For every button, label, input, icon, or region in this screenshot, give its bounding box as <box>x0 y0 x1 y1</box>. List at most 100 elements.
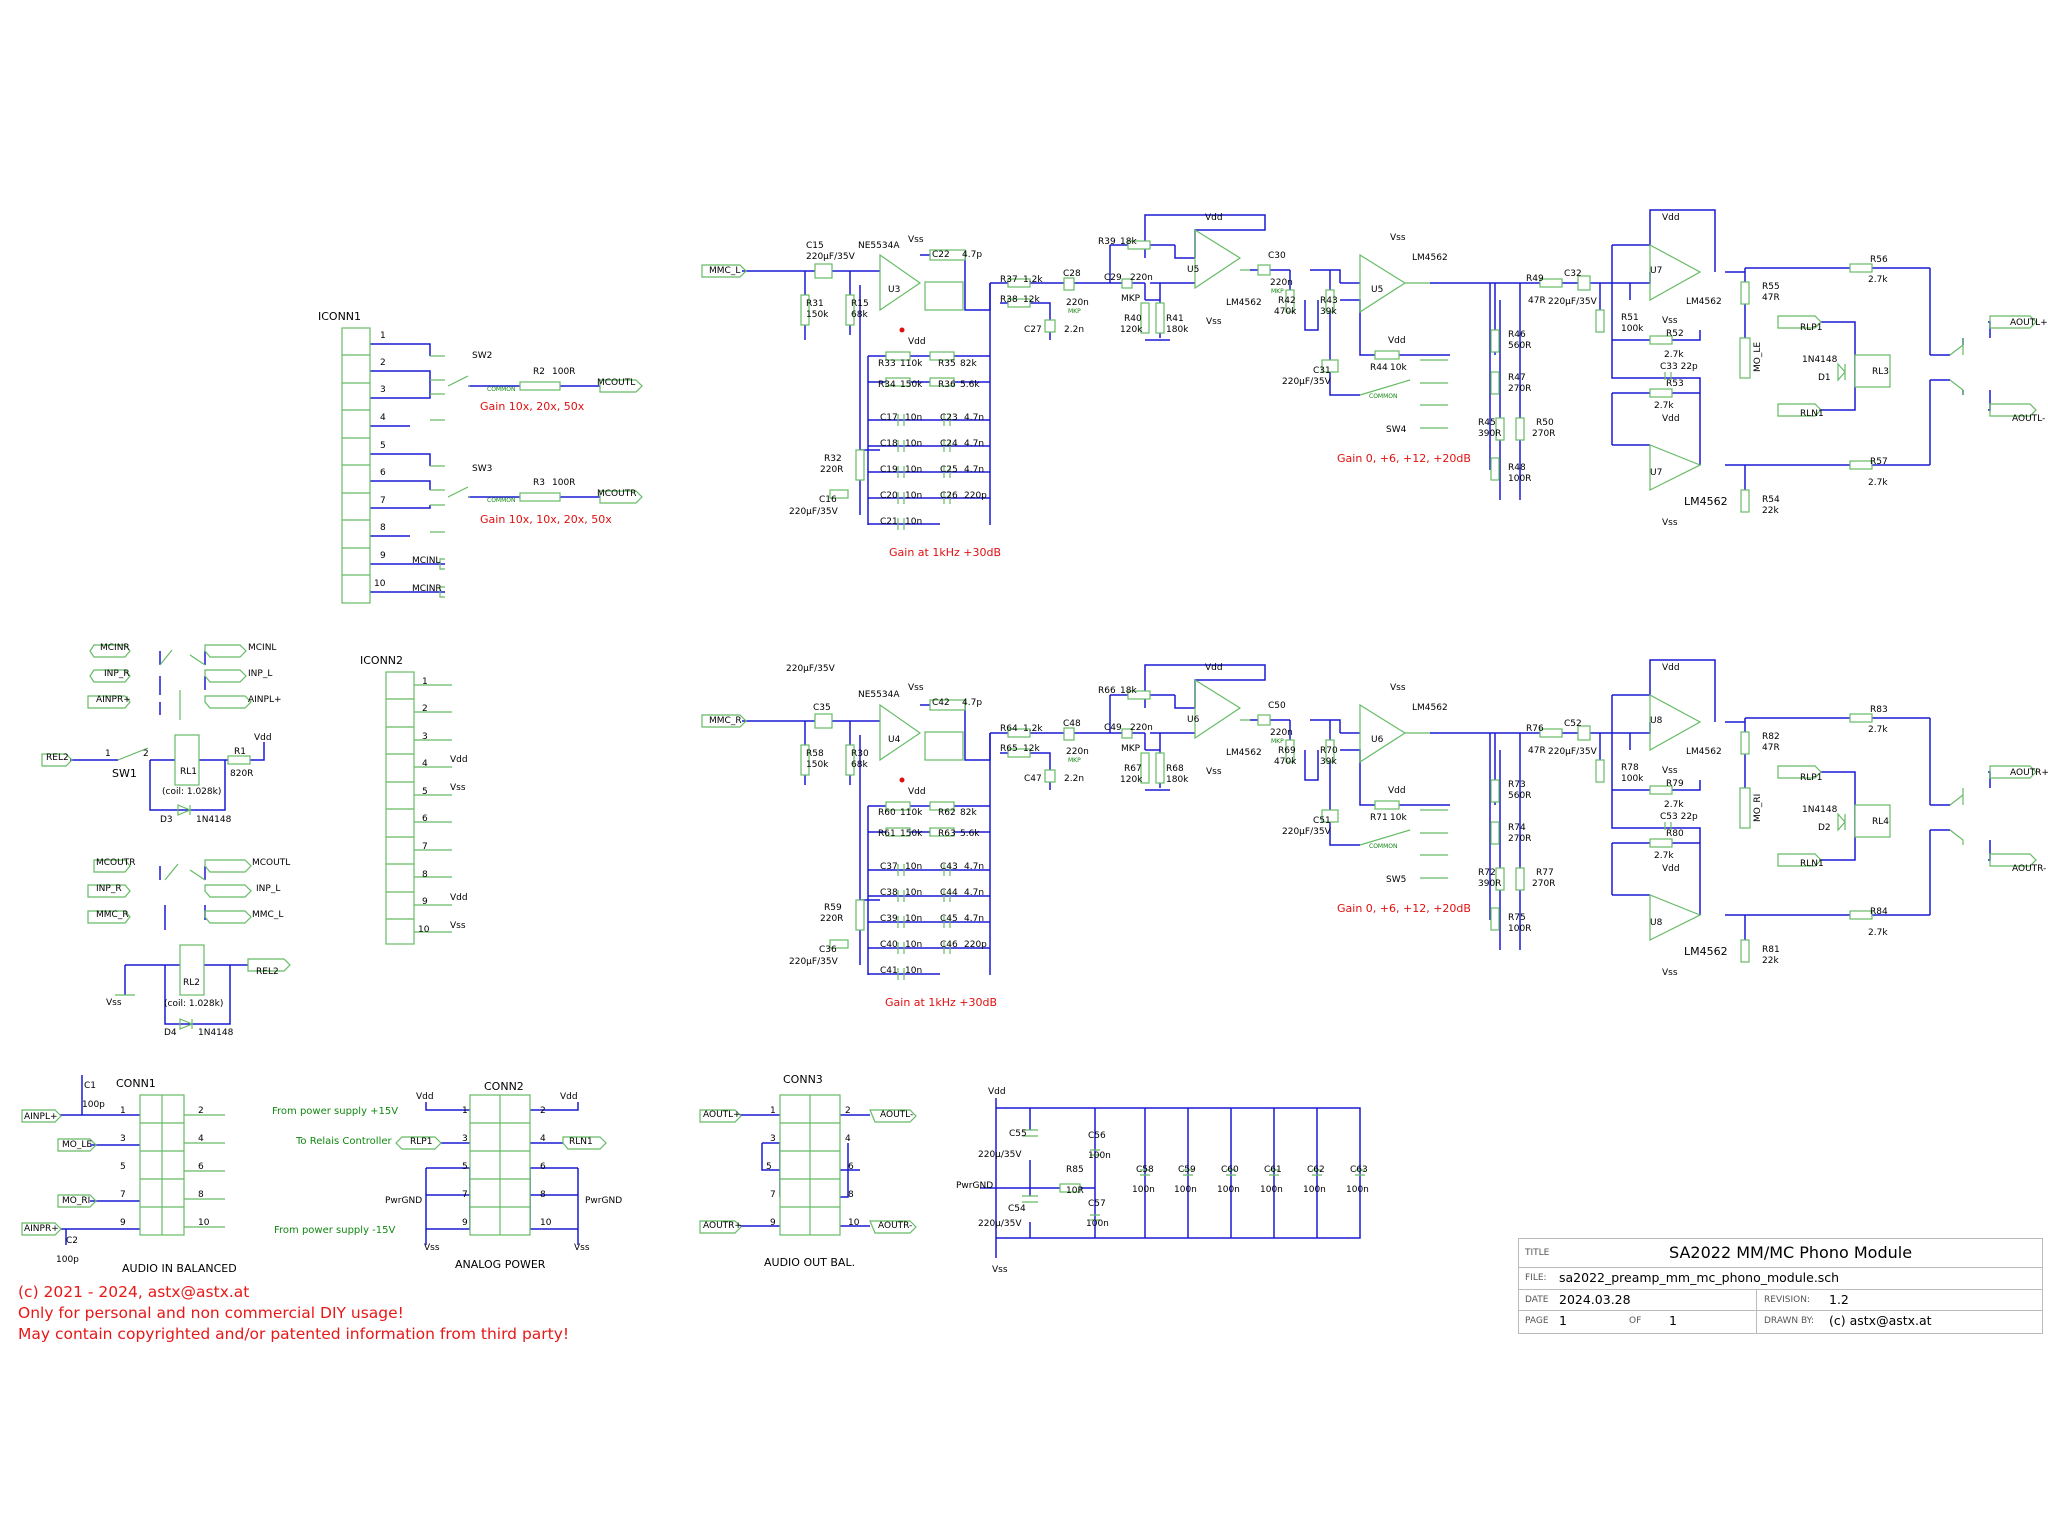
schematic-label: 5 <box>462 1162 468 1172</box>
schematic-label: Gain at 1kHz +30dB <box>889 546 1001 559</box>
schematic-label: 220n <box>1066 298 1089 308</box>
schematic-label: 2.2n <box>1064 774 1084 784</box>
schematic-label: 9 <box>120 1218 126 1228</box>
schematic-label: SW2 <box>472 351 492 361</box>
schematic-label: 47R <box>1528 296 1546 306</box>
schematic-label: C61 <box>1264 1165 1282 1175</box>
schematic-label: 5.6k <box>960 829 980 839</box>
schematic-label: 4 <box>845 1134 851 1144</box>
schematic-label: C50 <box>1268 701 1286 711</box>
schematic-label: PwrGND <box>585 1196 622 1206</box>
schematic-label: 2 <box>143 749 149 759</box>
schematic-label: 220µF/35V <box>1282 377 1332 387</box>
schematic-label: C28 <box>1063 269 1081 279</box>
schematic-label: AOUTR+ <box>2010 768 2048 778</box>
schematic-label: 100R <box>552 478 575 488</box>
schematic-label: R51 <box>1621 313 1639 323</box>
schematic-label: 47R <box>1528 746 1546 756</box>
schematic-label: U5 <box>1187 265 1199 275</box>
schematic-label: 9 <box>422 897 428 907</box>
schematic-label: Gain 10x, 10x, 20x, 50x <box>480 513 612 526</box>
schematic-label: 270R <box>1508 834 1531 844</box>
schematic-label: Vdd <box>450 755 468 765</box>
schematic-label: 9 <box>462 1218 468 1228</box>
schematic-label: 5.6k <box>960 380 980 390</box>
schematic-label: CONN3 <box>783 1073 823 1086</box>
schematic-label: MCINL <box>412 556 440 566</box>
schematic-label: C31 <box>1313 366 1331 376</box>
schematic-label: 10 <box>198 1218 210 1228</box>
schematic-label: C35 <box>813 703 831 713</box>
schematic-label: (coil: 1.028k) <box>164 999 223 1009</box>
schematic-label: R82 <box>1762 732 1780 742</box>
schematic-label: C26 <box>940 491 958 501</box>
schematic-label: MMC_R <box>96 910 129 920</box>
schematic-label: PwrGND <box>956 1181 993 1191</box>
title-block-divider <box>1756 1289 1757 1333</box>
schematic-label: 220µF/35V <box>789 507 839 517</box>
schematic-label: R2 <box>533 367 545 377</box>
schematic-label: 3 <box>422 732 428 742</box>
schematic-label: 220p <box>964 491 987 501</box>
schematic-label: Vss <box>908 235 924 245</box>
schematic-label: 7 <box>380 496 386 506</box>
schematic-label: To Relais Controller <box>295 1136 393 1147</box>
schematic-label: R53 <box>1666 379 1684 389</box>
schematic-label: U5 <box>1371 285 1383 295</box>
schematic-label: Vdd <box>908 787 926 797</box>
schematic-label: RLP1 <box>1800 323 1822 333</box>
schematic-label: Vss <box>1206 317 1222 327</box>
schematic-label: 10R <box>1066 1186 1084 1196</box>
schematic-label: C62 <box>1307 1165 1325 1175</box>
schematic-label: MKP <box>1271 738 1284 745</box>
schematic-label: AOUTL+ <box>2010 318 2048 328</box>
schematic-label: 220µF/35V <box>1282 827 1332 837</box>
schematic-label: AINPL+ <box>24 1112 58 1122</box>
schematic-label: 7 <box>462 1190 468 1200</box>
schematic-label: C43 <box>940 862 958 872</box>
schematic-label: AOUTL+ <box>703 1110 741 1120</box>
schematic-label: COMMON <box>1369 843 1397 850</box>
schematic-label: Vss <box>1662 518 1678 528</box>
schematic-label: 180k <box>1166 325 1189 335</box>
schematic-label: R74 <box>1508 823 1526 833</box>
schematic-label: C37 <box>880 862 898 872</box>
schematic-label: 22k <box>1762 506 1779 516</box>
schematic-label: MCOUTL <box>252 858 290 868</box>
schematic-label: 4.7p <box>962 250 982 260</box>
schematic-label: LM4562 <box>1412 703 1448 713</box>
schematic-label: C22 <box>932 250 950 260</box>
schematic-label: 1N4148 <box>1802 805 1838 815</box>
schematic-label: AOUTL- <box>880 1110 913 1120</box>
schematic-label: 2.7k <box>1664 350 1684 360</box>
schematic-label: C49 <box>1104 723 1122 733</box>
schematic-label: 3 <box>770 1134 776 1144</box>
schematic-label: 220µF/35V <box>806 252 856 262</box>
schematic-label: RLP1 <box>1800 773 1822 783</box>
schematic-label: C54 <box>1008 1204 1026 1214</box>
schematic-label: 100n <box>1174 1185 1197 1195</box>
schematic-label: 220R <box>820 465 843 475</box>
schematic-label: 8 <box>540 1190 546 1200</box>
date-row: DATE 2024.03.28 REVISION: 1.2 <box>1519 1289 2042 1311</box>
schematic-label: Vss <box>450 921 466 931</box>
opamp-label: LM4562 <box>1684 945 1728 958</box>
schematic-label: R35 <box>938 359 956 369</box>
schematic-label: R60 <box>878 808 896 818</box>
schematic-label: C39 <box>880 914 898 924</box>
schematic-label: R54 <box>1762 495 1780 505</box>
schematic-label: C27 <box>1024 325 1042 335</box>
schematic-label: Vss <box>992 1265 1008 1275</box>
schematic-label: C17 <box>880 413 898 423</box>
schematic-label: 150k <box>900 829 923 839</box>
schematic-label: 110k <box>900 808 923 818</box>
schematic-label: 470k <box>1274 757 1297 767</box>
schematic-label: 4.7n <box>964 914 984 924</box>
schematic-label: D2 <box>1818 823 1831 833</box>
schematic-label: AOUTL- <box>2012 414 2045 424</box>
schematic-label: Vdd <box>908 337 926 347</box>
schematic-label: From power supply +15V <box>272 1106 398 1117</box>
